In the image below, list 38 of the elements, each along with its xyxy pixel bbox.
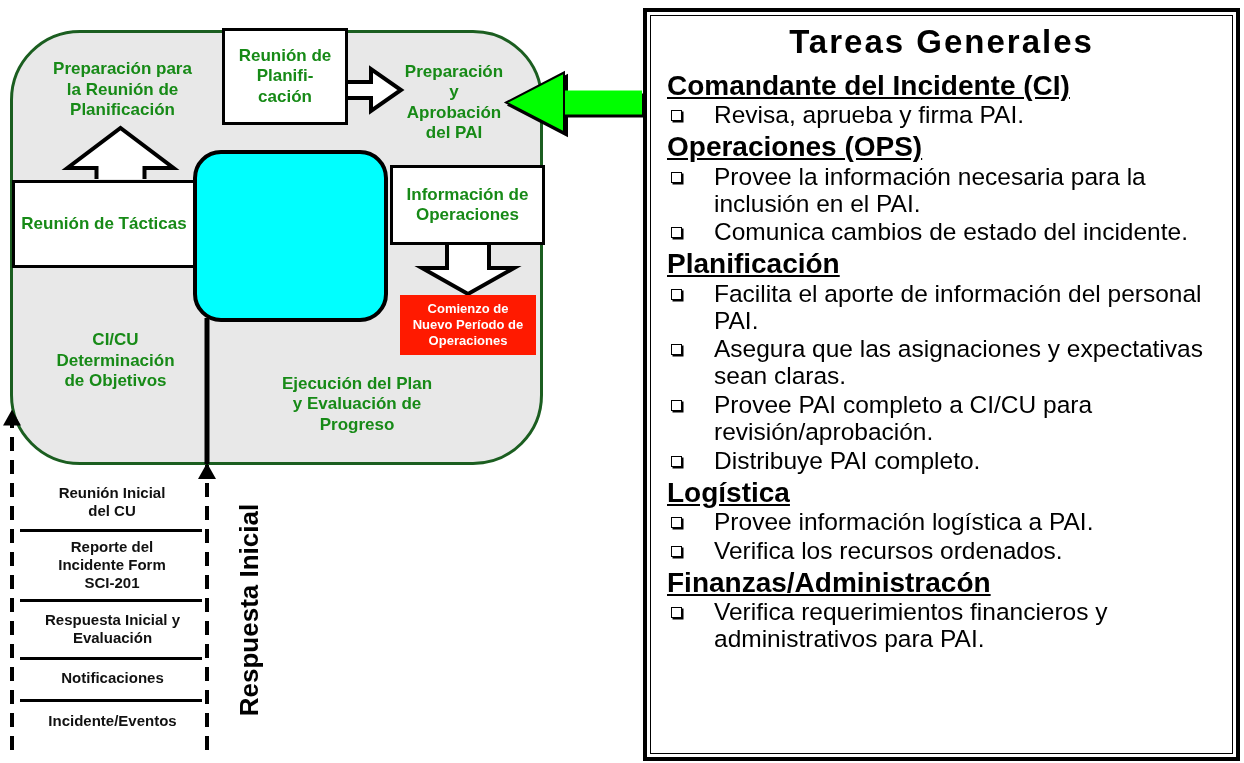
task-panel xyxy=(643,8,1240,761)
bullet-text: Verifica requerimientos financieros y administrativos para PAI. xyxy=(714,599,1109,654)
step-label: Incidente/Eventos xyxy=(47,711,178,731)
center-box xyxy=(193,150,388,322)
bullet-text: Revisa, aprueba y firma PAI. xyxy=(714,102,1024,130)
phase-label: Ejecución del Plan y Evaluación de Progreso xyxy=(278,362,436,447)
bullet-text: Comunica cambios de estado del incidente. xyxy=(714,219,1188,247)
phase-label: Preparación para la Reunión de Planificación xyxy=(45,52,200,128)
vertical-label: Respuesta Inicial xyxy=(233,502,265,719)
section-heading: Logística xyxy=(667,477,791,510)
section-heading: Comandante del Incidente (CI) xyxy=(667,70,1071,103)
period-start-box: Comienzo de Nuevo Período de Operaciones xyxy=(400,295,536,355)
panel-title: Tareas Generales xyxy=(788,24,1095,61)
bullet-text: Verifica los recursos ordenados. xyxy=(714,538,1063,566)
step-label: Reunión Inicial del CU xyxy=(57,483,167,521)
block-arrow xyxy=(414,243,522,297)
process-box: Reunión de Planifi- cación xyxy=(222,28,348,125)
block-arrow xyxy=(61,125,180,181)
arrow xyxy=(3,409,21,750)
bullet-text: Provee la información necesaria para la inclusión en el PAI. xyxy=(714,163,1147,218)
bullet-text: Provee información logística a PAI. xyxy=(714,509,1094,537)
section-heading: Operaciones (OPS) xyxy=(667,131,924,164)
bullet-text: Distribuye PAI completo. xyxy=(714,448,981,476)
bullet-text: Asegura que las asignaciones y expectativas sean claras. xyxy=(714,336,1204,391)
step-label: Respuesta Inicial y Evaluación xyxy=(43,610,182,648)
arrow xyxy=(198,463,216,750)
phase-label: Preparación y Aprobación del PAI xyxy=(402,55,506,150)
bullet-text: Provee PAI completo a CI/CU para revisión/aprobación. xyxy=(714,392,1094,447)
process-box: Reunión de Tácticas xyxy=(12,180,196,268)
step-label: Notificaciones xyxy=(60,668,165,688)
block-arrow xyxy=(346,65,405,115)
section-heading: Planificación xyxy=(667,248,841,281)
step-label: Reporte del Incidente Form SCI-201 xyxy=(57,537,167,593)
planning-cycle-panel xyxy=(10,30,543,465)
phase-label: CI/CU Determinación de Objetivos xyxy=(53,322,178,400)
section-heading: Finanzas/Administracón xyxy=(667,567,992,600)
process-box: Información de Operaciones xyxy=(390,165,545,245)
bullet-text: Facilita el aporte de información del personal PAI. xyxy=(714,280,1203,335)
